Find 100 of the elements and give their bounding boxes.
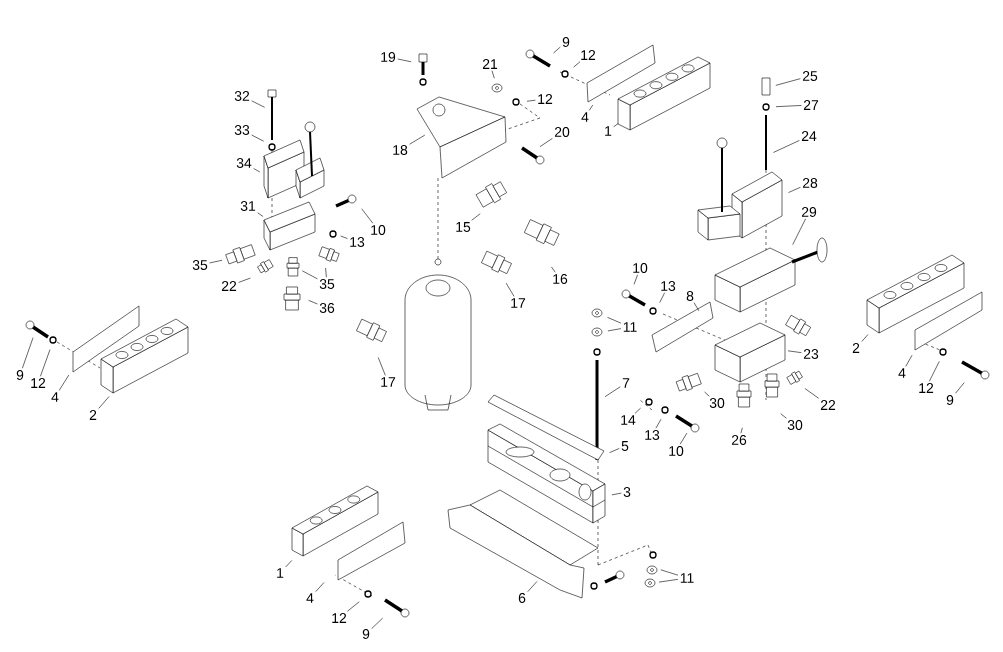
leader-line <box>704 391 710 397</box>
leader-line <box>658 579 679 583</box>
leader-line <box>505 282 515 297</box>
callout-number: 19 <box>381 52 396 62</box>
callout-number: 3 <box>623 487 631 497</box>
leader-line <box>607 328 622 332</box>
callout-number: 28 <box>802 178 818 188</box>
callout-number: 9 <box>946 395 954 405</box>
leader-line <box>527 581 538 592</box>
leader-line <box>955 382 965 394</box>
leader-line <box>787 350 802 353</box>
leader-line <box>253 168 261 173</box>
leader-line <box>740 427 743 434</box>
callout-number: 2 <box>89 410 97 420</box>
leader-line <box>251 134 264 142</box>
leader-line <box>209 259 223 264</box>
callout-number: 30 <box>709 398 725 408</box>
leader-line <box>551 266 556 273</box>
callout-number: 35 <box>192 260 208 270</box>
callout-number: 12 <box>581 50 596 60</box>
callout-number: 17 <box>511 298 526 308</box>
callout-number: 20 <box>554 127 570 137</box>
leader-line <box>553 46 561 54</box>
leader-line <box>238 277 251 283</box>
leader-line <box>308 300 318 305</box>
leader-line <box>491 70 495 79</box>
callout-number: 12 <box>919 383 934 393</box>
callout-number: 4 <box>581 112 589 122</box>
leader-line <box>257 212 264 217</box>
leader-line <box>655 418 662 429</box>
callout-number: 13 <box>645 430 660 440</box>
callout-number: 5 <box>621 441 629 451</box>
leader-line <box>397 58 412 63</box>
callout-number: 31 <box>240 201 256 211</box>
callout-number: 9 <box>562 37 570 47</box>
callout-number: 10 <box>633 263 648 273</box>
callout-number: 27 <box>803 100 819 110</box>
callout-number: 35 <box>319 279 335 289</box>
leader-line <box>471 213 481 221</box>
callout-number: 4 <box>898 368 906 378</box>
leader-line <box>780 413 787 419</box>
leader-line <box>98 396 110 409</box>
callout-number: 12 <box>31 378 46 388</box>
callout-number: 11 <box>680 573 694 583</box>
callout-number: 13 <box>661 281 676 291</box>
leader-line <box>589 104 594 111</box>
callout-number: 32 <box>234 91 250 101</box>
leader-line <box>315 582 325 592</box>
leader-line <box>609 448 620 453</box>
leader-line <box>792 218 806 245</box>
leader-line <box>775 105 802 107</box>
callout-number: 22 <box>820 400 836 410</box>
callout-number: 11 <box>623 322 637 332</box>
leader-line <box>325 267 327 278</box>
callout-number: 13 <box>350 237 365 247</box>
callout-number: 12 <box>538 94 553 104</box>
callout-number: 30 <box>787 420 803 430</box>
leader-line <box>634 407 641 414</box>
leader-line <box>526 99 536 102</box>
leader-line <box>58 374 70 391</box>
callout-number: 6 <box>518 593 526 603</box>
leader-line <box>861 334 869 342</box>
leader-line <box>285 560 293 568</box>
leader-line <box>340 235 348 239</box>
leader-line <box>573 61 581 68</box>
callout-number: 17 <box>381 377 396 387</box>
leader-line <box>633 274 638 285</box>
leader-line <box>607 317 622 324</box>
callout-number: 10 <box>371 225 386 235</box>
callout-number: 16 <box>553 274 568 284</box>
callout-number: 2 <box>852 343 860 353</box>
leader-line <box>905 354 913 367</box>
callout-number: 14 <box>621 415 636 425</box>
callout-number: 12 <box>332 613 347 623</box>
leader-line <box>409 134 426 145</box>
leader-line <box>347 601 360 612</box>
leader-line <box>679 432 688 445</box>
leader-line <box>929 361 940 382</box>
leader-line <box>22 337 34 369</box>
leader-line <box>371 617 383 629</box>
callout-number: 8 <box>686 291 694 301</box>
callout-number: 24 <box>801 131 817 141</box>
leader-line <box>693 302 700 312</box>
leader-line <box>773 140 800 153</box>
leader-line <box>788 186 801 193</box>
leader-line <box>659 292 665 303</box>
leader-line <box>361 208 374 224</box>
callout-number: 26 <box>731 435 747 445</box>
leader-line <box>539 138 553 147</box>
callout-number: 1 <box>605 126 612 136</box>
leader-line <box>302 270 318 280</box>
callout-number: 10 <box>669 446 684 456</box>
callout-number: 1 <box>277 568 284 578</box>
callout-number: 22 <box>221 281 237 291</box>
leader-line <box>377 357 386 376</box>
callout-number: 18 <box>393 145 408 155</box>
callout-number: 15 <box>456 222 471 232</box>
callout-number: 4 <box>306 593 314 603</box>
leader-line <box>804 388 819 399</box>
leader-line <box>40 349 51 377</box>
